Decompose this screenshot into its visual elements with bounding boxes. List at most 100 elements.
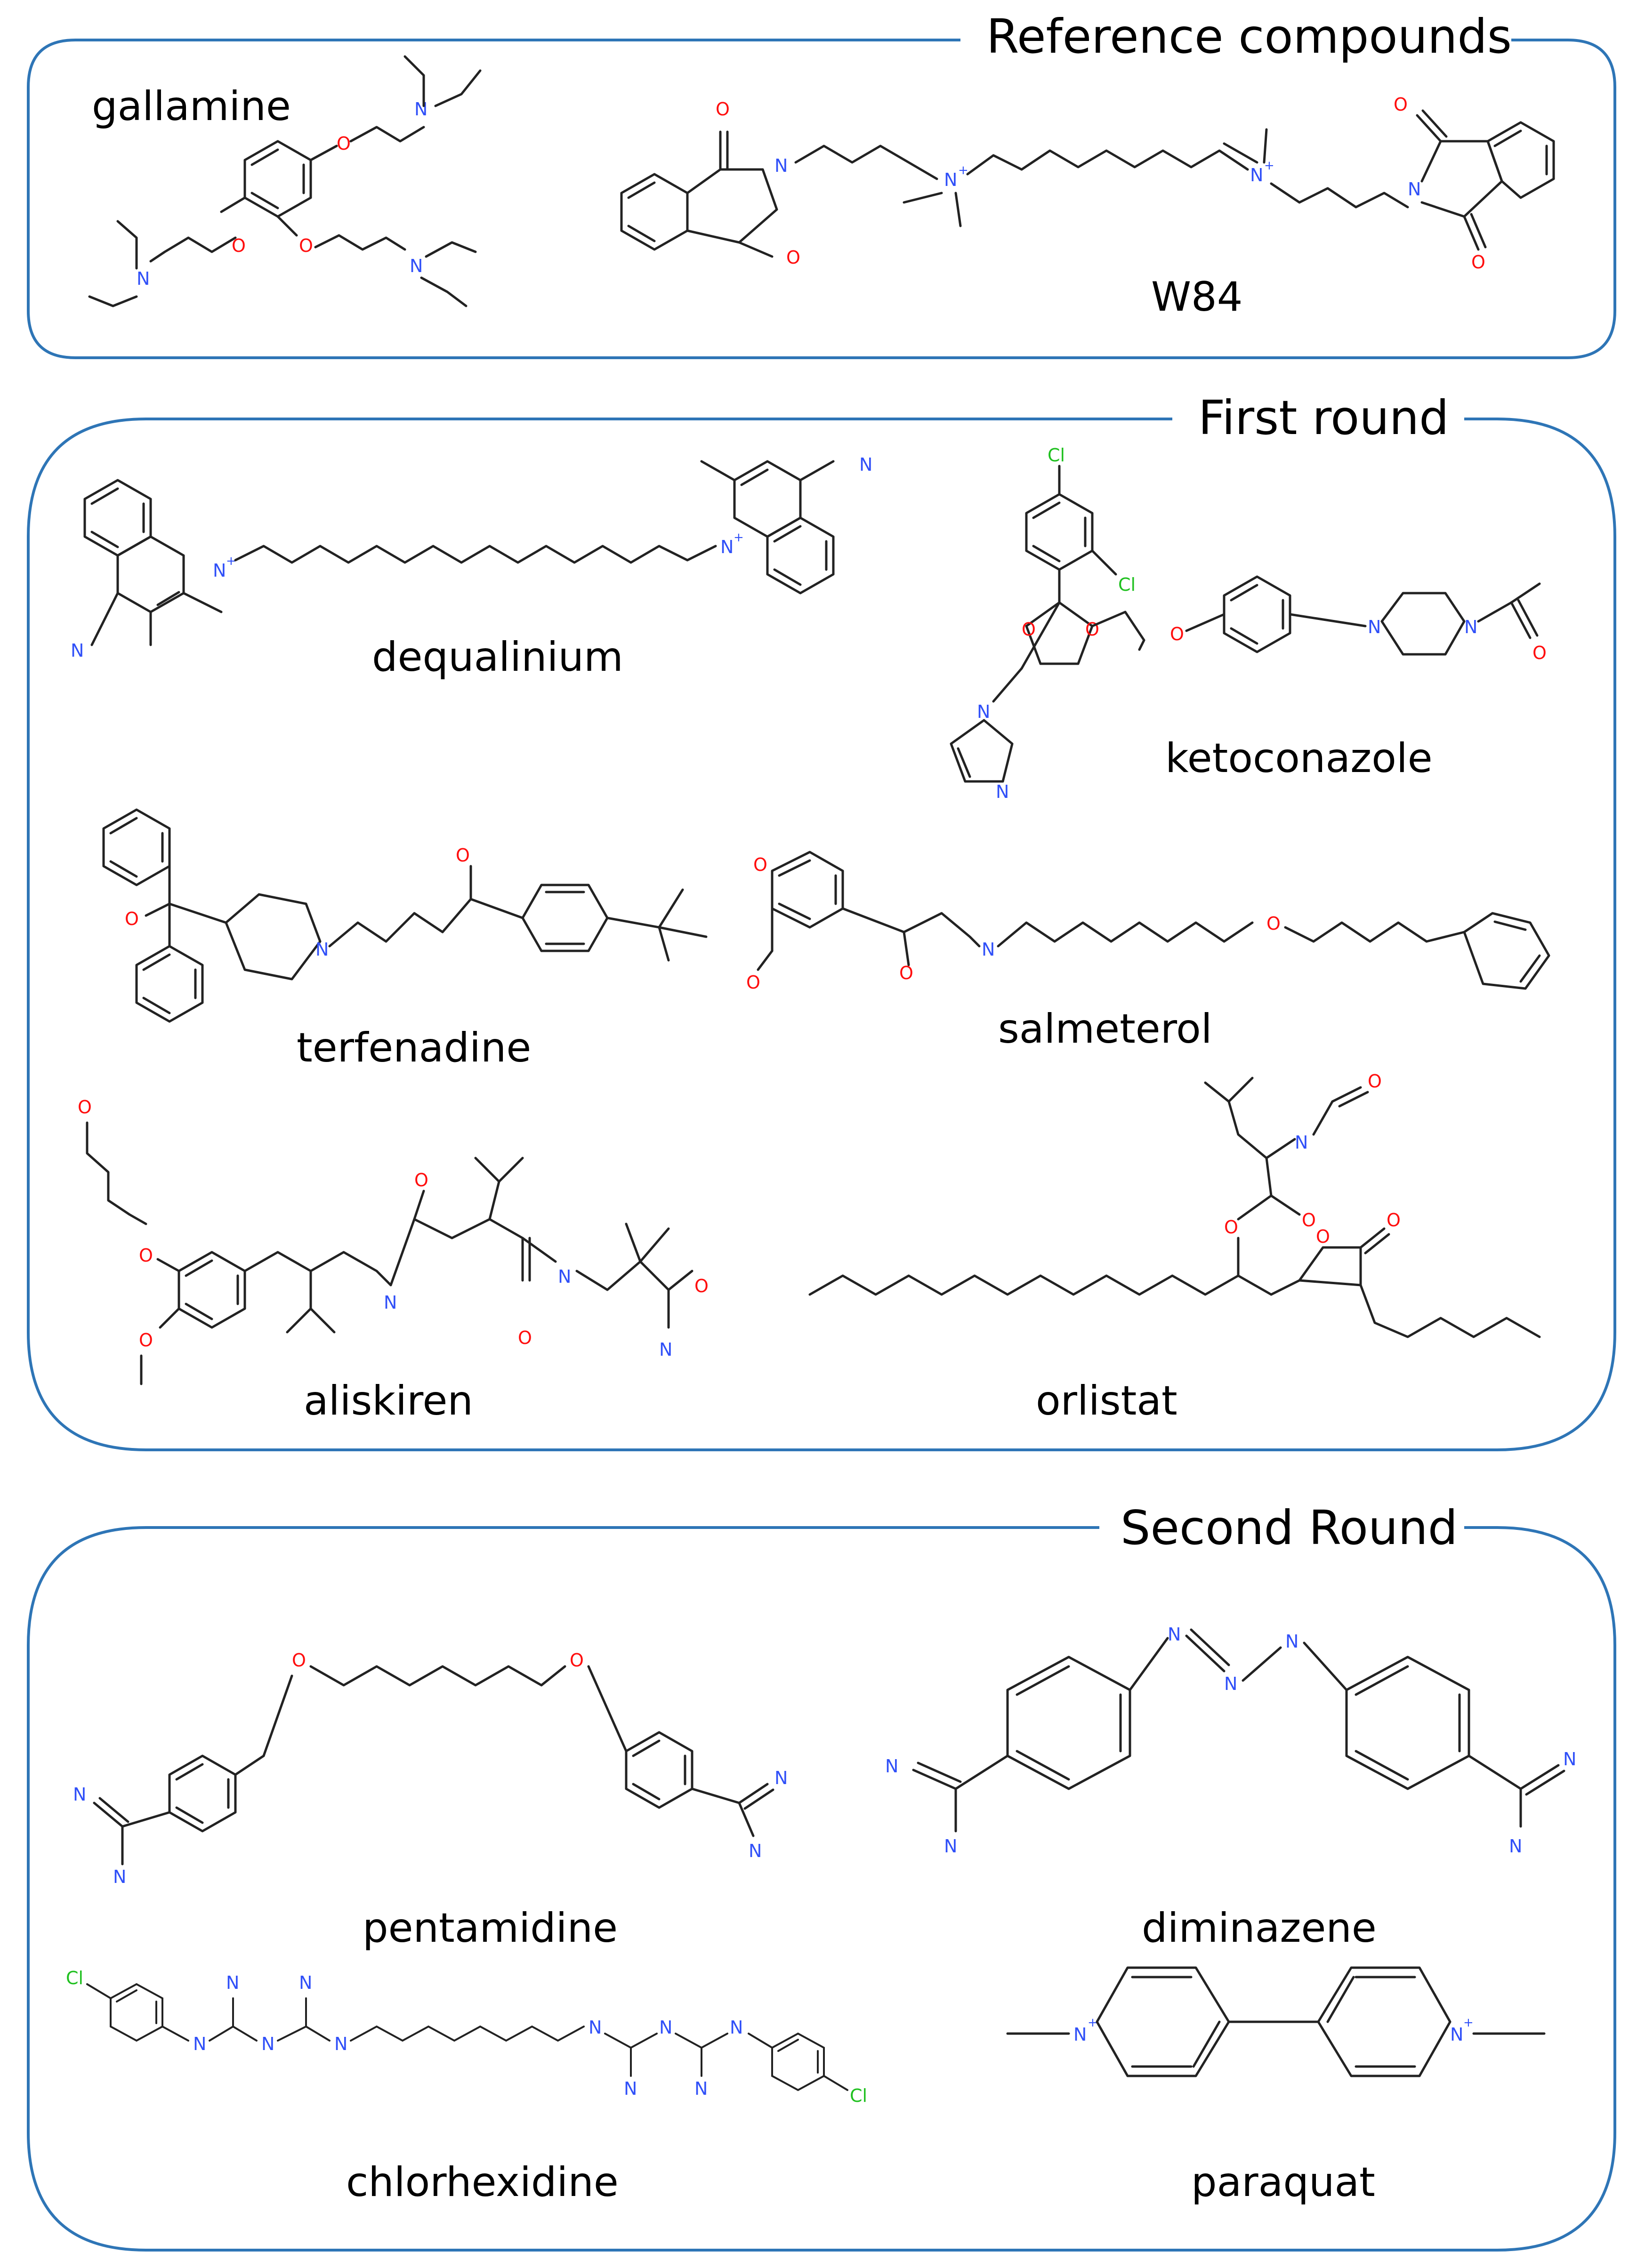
atom-n: N bbox=[1285, 1631, 1298, 1652]
atom-o: O bbox=[1316, 1226, 1330, 1247]
structure-dequalinium: dequalinium N N + N + N bbox=[71, 454, 872, 681]
atom-o: O bbox=[414, 1170, 428, 1190]
atom-o: O bbox=[139, 1330, 153, 1351]
atom-n: N bbox=[749, 1841, 762, 1861]
atom-cl: Cl bbox=[1048, 445, 1065, 466]
structure-diminazene: diminazene N N N N N N N bbox=[885, 1624, 1576, 1952]
atom-n: N bbox=[977, 701, 990, 722]
atom-n: N bbox=[113, 1866, 126, 1887]
atom-o: O bbox=[292, 1650, 306, 1671]
atom-o: O bbox=[1224, 1217, 1238, 1238]
label-salmeterol: salmeterol bbox=[998, 1005, 1212, 1053]
panel-first-round: First round bbox=[27, 390, 1616, 1451]
atom-n-plus: N bbox=[1250, 165, 1263, 185]
atom-n: N bbox=[1563, 1749, 1576, 1769]
atom-n: N bbox=[193, 2034, 206, 2054]
atom-o: O bbox=[1387, 1210, 1401, 1231]
atom-plus-charge: + bbox=[1088, 2016, 1098, 2030]
atom-n: N bbox=[1509, 1836, 1522, 1857]
atom-o: O bbox=[570, 1650, 584, 1671]
atom-n: N bbox=[384, 1292, 397, 1313]
panel-second-round: Second Round bbox=[27, 1500, 1616, 2252]
atom-n: N bbox=[589, 2017, 602, 2038]
atom-n: N bbox=[334, 2034, 347, 2054]
atom-o: O bbox=[1302, 1210, 1316, 1231]
structure-pentamidine: pentamidine O O N N N N bbox=[73, 1650, 788, 1952]
atom-n: N bbox=[414, 99, 427, 120]
label-terfenadine: terfenadine bbox=[297, 1024, 531, 1071]
label-ketoconazole: ketoconazole bbox=[1165, 735, 1433, 782]
atom-o: O bbox=[1170, 624, 1184, 644]
atom-n: N bbox=[1168, 1624, 1181, 1645]
atom-o: O bbox=[899, 963, 913, 983]
atom-n-plus: N bbox=[1450, 2024, 1463, 2045]
atom-o: O bbox=[1085, 619, 1099, 640]
label-orlistat: orlistat bbox=[1036, 1377, 1177, 1424]
label-w84: W84 bbox=[1151, 273, 1242, 321]
atom-o: O bbox=[753, 854, 767, 875]
atom-o: O bbox=[1368, 1071, 1382, 1092]
atom-plus-charge: + bbox=[734, 531, 744, 545]
panel-second-round-title: Second Round bbox=[1121, 1500, 1458, 1555]
structure-chlorhexidine: chlorhexidine Cl N N N N N N N N N N bbox=[66, 1968, 867, 2206]
atom-o: O bbox=[1266, 913, 1281, 934]
structure-salmeterol: salmeterol O O O N O bbox=[746, 851, 1550, 1053]
atom-o: O bbox=[299, 235, 313, 256]
structure-w84: W84 O O N N + N + N O O bbox=[620, 94, 1555, 321]
atom-n: N bbox=[659, 1339, 672, 1360]
atom-o: O bbox=[456, 845, 470, 866]
atom-n: N bbox=[226, 1972, 239, 1993]
atom-n: N bbox=[1224, 1673, 1237, 1694]
atom-o: O bbox=[1022, 619, 1036, 640]
atom-n: N bbox=[982, 939, 995, 960]
atom-plus-charge: + bbox=[1463, 2016, 1474, 2030]
atom-plus-charge: + bbox=[1264, 159, 1274, 173]
atom-n: N bbox=[774, 1768, 788, 1788]
label-paraquat: paraquat bbox=[1191, 2159, 1375, 2206]
atom-n: N bbox=[410, 256, 423, 276]
structure-orlistat: orlistat O O N O O O bbox=[808, 1071, 1541, 1424]
atom-n: N bbox=[558, 1266, 571, 1287]
atom-n: N bbox=[1295, 1132, 1308, 1153]
structure-aliskiren: aliskiren O O O N O O N O N bbox=[78, 1097, 709, 1424]
atom-n: N bbox=[299, 1972, 312, 1993]
atom-o: O bbox=[125, 909, 139, 929]
panel-first-round-frame bbox=[27, 418, 1616, 1451]
label-chlorhexidine: chlorhexidine bbox=[346, 2159, 619, 2206]
atom-o: O bbox=[786, 247, 800, 268]
atom-n: N bbox=[1464, 617, 1477, 637]
structure-paraquat: paraquat N + N + bbox=[1006, 1966, 1546, 2206]
atom-n: N bbox=[694, 2078, 708, 2099]
atom-plus-charge: + bbox=[958, 163, 968, 177]
atom-n: N bbox=[774, 155, 788, 176]
panel-reference-frame bbox=[27, 39, 1616, 359]
atom-o: O bbox=[139, 1245, 153, 1266]
label-pentamidine: pentamidine bbox=[363, 1905, 618, 1952]
structure-terfenadine: terfenadine O N O bbox=[102, 808, 708, 1071]
atom-n: N bbox=[885, 1756, 898, 1777]
atom-n: N bbox=[996, 781, 1009, 802]
atom-n: N bbox=[730, 2017, 743, 2038]
atom-n: N bbox=[659, 2017, 672, 2038]
structure-ketoconazole: ketoconazole Cl Cl O O O N N N N O bbox=[950, 445, 1547, 802]
label-aliskiren: aliskiren bbox=[304, 1377, 473, 1424]
atom-n: N bbox=[71, 640, 84, 661]
label-diminazene: diminazene bbox=[1142, 1905, 1377, 1952]
atom-n: N bbox=[624, 2078, 637, 2099]
atom-plus-charge: + bbox=[226, 554, 236, 568]
atom-o: O bbox=[337, 133, 351, 154]
atom-n: N bbox=[315, 939, 329, 960]
atom-n-plus: N bbox=[944, 169, 957, 190]
atom-n: N bbox=[137, 268, 150, 289]
atom-n-plus: N bbox=[720, 537, 734, 557]
panel-reference-title: Reference compounds bbox=[986, 9, 1512, 64]
atom-cl: Cl bbox=[850, 2085, 867, 2106]
panel-first-round-title: First round bbox=[1198, 390, 1449, 445]
atom-o: O bbox=[1532, 643, 1547, 663]
atom-o: O bbox=[716, 99, 730, 120]
label-dequalinium: dequalinium bbox=[372, 634, 623, 681]
panel-reference: Reference compounds bbox=[27, 9, 1616, 359]
atom-o: O bbox=[518, 1327, 532, 1348]
label-gallamine: gallamine bbox=[92, 83, 291, 130]
